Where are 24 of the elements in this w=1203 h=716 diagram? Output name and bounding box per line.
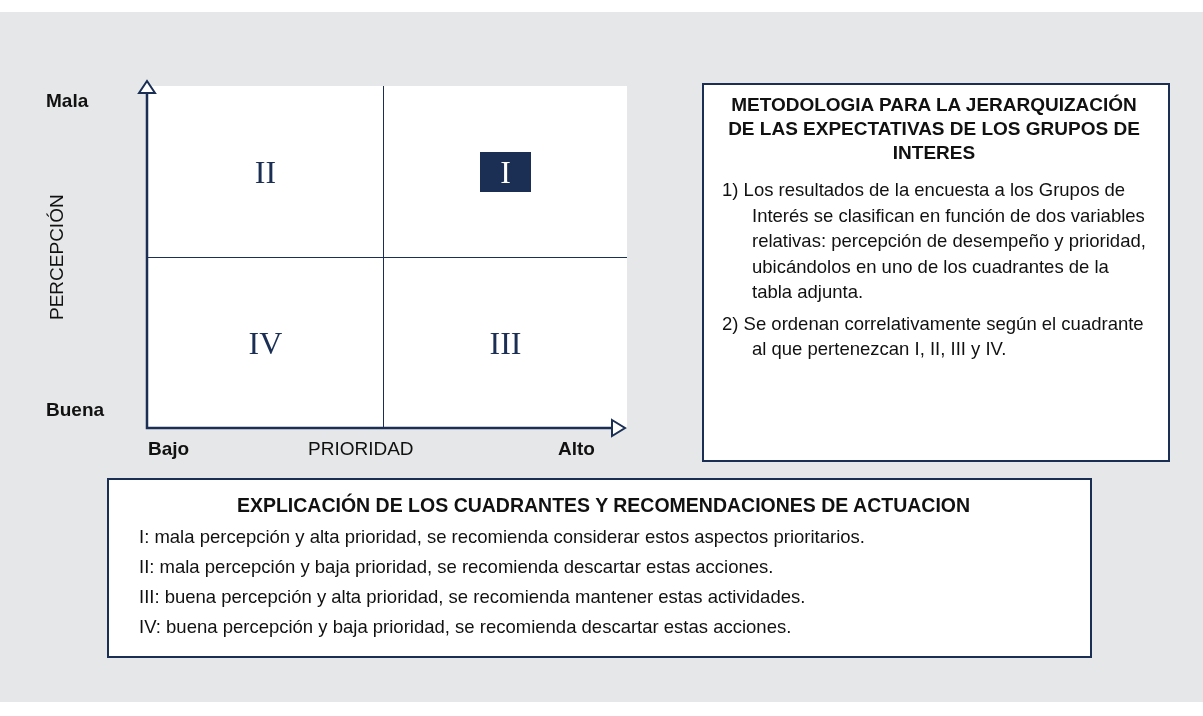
- axis-title: PRIORIDAD: [308, 438, 414, 460]
- numbered-step: 1) Los resultados de la encuesta a los Grupos de Interés se clasifican en función de dos variables relativas: percepción de desempeño y prioridad, ubicándolos en uno de los cuadrantes de la tabla adjunta.: [722, 177, 1146, 305]
- text-panel: [702, 83, 1170, 462]
- axis-end-label: Alto: [558, 438, 595, 460]
- explanation-line: II: mala percepción y baja prioridad, se recomienda descartar estas acciones.: [139, 555, 775, 579]
- quadrant-cell: [384, 86, 627, 258]
- panel-heading: EXPLICACIÓN DE LOS CUADRANTES Y RECOMENDACIONES DE ACTUACION: [235, 492, 972, 518]
- panel-heading: METODOLOGIA PARA LA JERARQUIZACIÓN DE LAS EXPECTATIVAS DE LOS GRUPOS DE INTERES: [727, 93, 1141, 165]
- numbered-step: 2) Se ordenan correlativamente según el cuadrante al que pertenezcan I, II, III y IV.: [722, 310, 1146, 362]
- quadrant-cell: [148, 86, 384, 258]
- explanation-line: III: buena percepción y alta prioridad, se recomienda mantener estas actividades.: [139, 585, 807, 609]
- explanation-line: I: mala percepción y alta prioridad, se recomienda considerar estos aspectos prioritarios.: [139, 525, 866, 549]
- quadrant-number: I: [480, 151, 531, 192]
- text-panel: [107, 478, 1092, 658]
- axis-end-label: Buena: [46, 399, 105, 421]
- axis-end-label: Bajo: [148, 438, 190, 460]
- quadrant-number: IV: [247, 324, 284, 363]
- quadrant-number: II: [253, 152, 278, 192]
- quadrant-number: III: [488, 324, 523, 363]
- axis-title: PERCEPCIÓN: [46, 194, 68, 320]
- quadrant-cell: [148, 258, 384, 428]
- explanation-line: IV: buena percepción y baja prioridad, se recomienda descartar estas acciones.: [139, 615, 793, 639]
- axis-end-label: Mala: [46, 90, 89, 112]
- quadrant-cell: [384, 258, 627, 428]
